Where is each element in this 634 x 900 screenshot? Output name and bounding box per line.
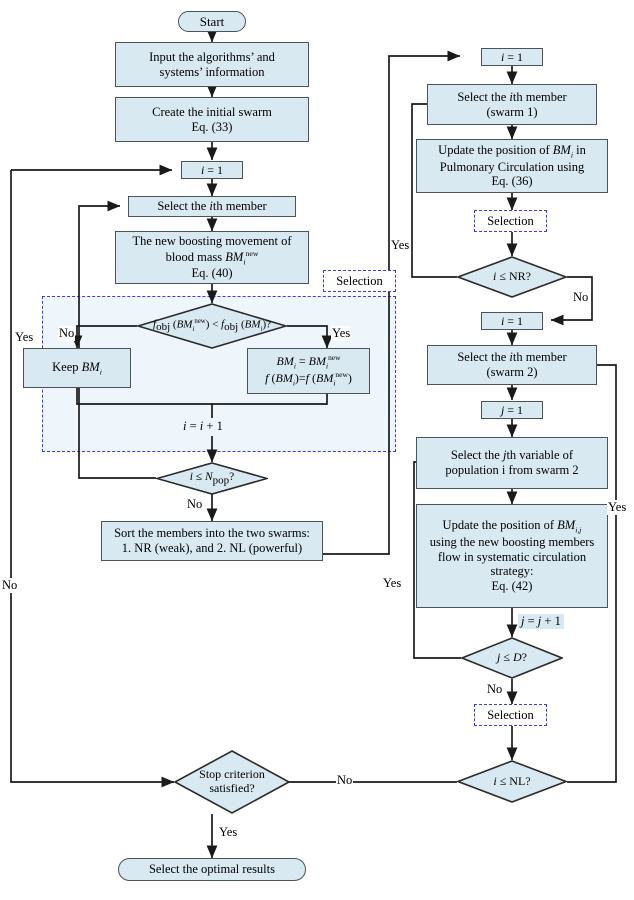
edge-label-npop-yes: Yes <box>14 330 35 345</box>
boost-line3: Eq. (40) <box>191 266 233 281</box>
selection-tag-right-1: Selection <box>474 210 547 232</box>
npop-decision: i ≤ Npop? <box>154 462 270 495</box>
update-pulm-line2: Pulmonary Circulation using <box>439 159 585 174</box>
selection-tag-left: Selection <box>323 270 396 292</box>
i-increment-label: i = i + 1 <box>183 419 223 433</box>
update-sys-line2: using the new boosting members <box>429 534 595 549</box>
edge-label-outer-no: No <box>1 578 19 593</box>
boost-line2: blood mass BMinew <box>165 248 259 267</box>
stop-line1: Stop criterion <box>199 767 265 782</box>
nr-decision: i ≤ NR? <box>455 256 569 298</box>
edge-label-d-no: No <box>486 682 504 697</box>
edge-label-stop-no: No <box>336 773 354 788</box>
edge-label-cmp-yes: Yes <box>331 326 352 341</box>
diamond-shape <box>154 462 270 495</box>
i-init-right-top-box: i = 1 <box>481 48 543 66</box>
update-sys-line3: flow in systematic circulation <box>437 549 587 564</box>
update-pulmonary-box: Update the position of BMi in Pulmonary … <box>416 139 608 193</box>
select-swarm2-line1: Select the ith member <box>457 350 567 365</box>
select-ith-member-box: Select the ith member <box>128 196 296 217</box>
j-init-box: j = 1 <box>481 401 543 419</box>
select-jth-line2: population i from swarm 2 <box>445 463 579 477</box>
selection-tag-r2-label: Selection <box>487 707 534 722</box>
update-systematic-box: Update the position of BMi,j using the n… <box>416 504 608 608</box>
keep-bm-box: Keep BMi <box>23 348 131 388</box>
input-info-box: Input the algorithms’ and systems’ infor… <box>115 42 309 87</box>
selection-tag-r1-label: Selection <box>487 213 534 228</box>
diamond-shape <box>455 760 569 803</box>
diamond-shape <box>459 637 565 679</box>
replace-line1: BMi = BMinew <box>276 352 341 371</box>
input-info-line2: systems’ information <box>159 64 265 79</box>
select-jth-line1: Select the jth variable of <box>450 448 574 463</box>
stop-criterion-decision: Stop criterion satisfied? <box>173 750 291 814</box>
select-optimal-terminator: Select the optimal results <box>118 858 306 881</box>
select-jth-variable-box: Select the jth variable of population i … <box>416 437 608 489</box>
update-pulm-line3: Eq. (36) <box>491 174 533 189</box>
update-sys-line4: strategy: <box>490 564 534 579</box>
boosting-movement-box: The new boosting movement of blood mass … <box>115 231 309 284</box>
diamond-shape <box>135 303 289 349</box>
input-info-line1: Input the algorithms’ and <box>149 49 275 64</box>
select-swarm1-box: Select the ith member (swarm 1) <box>427 84 597 125</box>
j-increment-label: j = j + 1 <box>518 614 564 629</box>
boost-line1: The new boosting movement of <box>132 233 292 248</box>
edge-label-cmp-no: No <box>58 326 76 341</box>
edge-label-stop-yes: Yes <box>218 825 239 840</box>
update-pulm-line1: Update the position of BMi in <box>438 142 586 160</box>
objective-compare-decision: fobj (BMinew) < fobj (BMi)? <box>135 303 289 349</box>
diamond-shape <box>455 256 569 298</box>
edge-label-d-yes: Yes <box>382 576 403 591</box>
sort-line1: Sort the members into the two swarms: <box>114 526 310 541</box>
start-label: Start <box>199 13 225 29</box>
start-terminator: Start <box>178 11 246 32</box>
create-swarm-line1: Create the initial swarm <box>152 104 272 119</box>
i-init-right-mid-box: i = 1 <box>481 312 543 330</box>
select-optimal-label: Select the optimal results <box>148 862 275 877</box>
replace-line2: f (BMi)=f (BMinew) <box>265 370 352 388</box>
edge-label-nr-yes: Yes <box>390 238 411 253</box>
create-swarm-line2: Eq. (33) <box>191 119 233 134</box>
dimension-decision: j ≤ D? <box>459 637 565 679</box>
update-sys-line1: Update the position of BMi,j <box>442 518 582 535</box>
create-swarm-box: Create the initial swarm Eq. (33) <box>115 97 309 142</box>
sort-members-box: Sort the members into the two swarms: 1.… <box>101 521 323 561</box>
nl-decision: i ≤ NL? <box>455 760 569 803</box>
sort-line2: 1. NR (weak), and 2. NL (powerful) <box>121 541 303 555</box>
select-swarm1-line2: (swarm 1) <box>486 104 538 119</box>
replace-bm-box: BMi = BMinew f (BMi)=f (BMinew) <box>247 348 370 394</box>
i-init-left-box: i = 1 <box>181 161 243 179</box>
diamond-shape <box>173 750 291 814</box>
select-swarm2-box: Select the ith member (swarm 2) <box>427 345 597 385</box>
selection-tag-left-label: Selection <box>336 273 383 288</box>
edge-label-nl-yes: Yes <box>607 500 628 515</box>
edge-label-npop-no: No <box>186 497 204 512</box>
select-swarm2-line2: (swarm 2) <box>486 365 538 379</box>
update-sys-line5: Eq. (42) <box>491 579 533 594</box>
edge-label-nr-no: No <box>572 290 590 305</box>
select-swarm1-line1: Select the ith member <box>457 89 567 104</box>
stop-line2: satisfied? <box>209 781 255 795</box>
selection-tag-right-2: Selection <box>474 704 547 726</box>
